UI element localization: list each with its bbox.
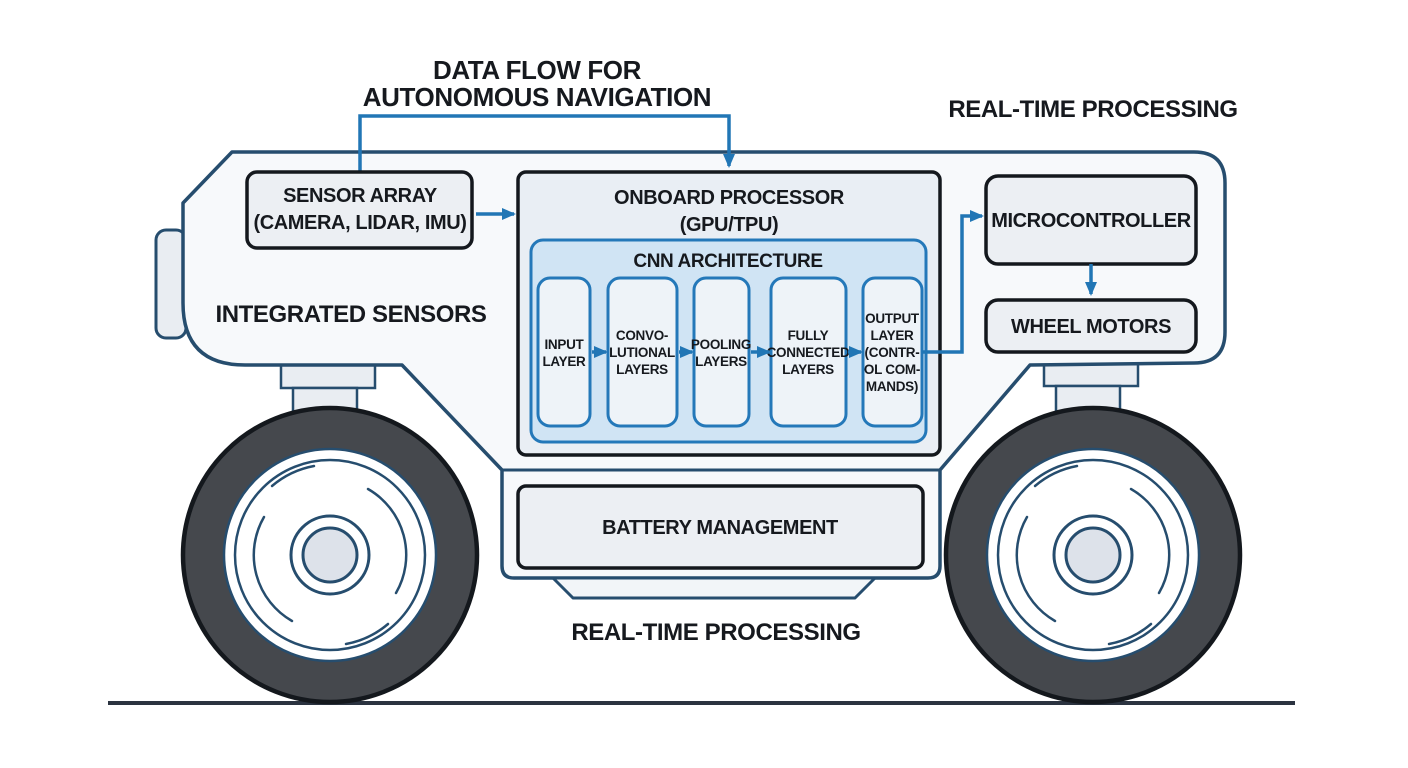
input-layer-box [536,276,592,428]
cnn-layer-labels: INPUT LAYER CONVO- LUTIONAL LAYERS POOLI… [542,311,920,394]
diagram-title-line2: AUTONOMOUS NAVIGATION [363,82,711,112]
sensor-array-label-line2: (CAMERA, LIDAR, IMU) [253,212,466,234]
wheel-motors-label: WHEEL MOTORS [1011,316,1171,338]
diagram-title-line1: DATA FLOW FOR [433,55,642,85]
svg-text:LAYERS: LAYERS [782,362,834,377]
svg-text:OL COM-: OL COM- [864,362,920,377]
pooling-layers-box [692,276,751,428]
sensor-array-label-line1: SENSOR ARRAY [283,185,438,207]
pooling-layers-label: POOLING [691,337,751,352]
svg-text:LAYERS: LAYERS [695,354,747,369]
onboard-processor-label-line2: (GPU/TPU) [680,214,779,236]
right-wheel-mount [1042,359,1140,415]
arrow-output-to-microcontroller [922,210,984,354]
left-wheel [180,405,480,705]
label-real-time-processing-top: REAL-TIME PROCESSING [948,96,1237,123]
bumper [551,576,877,600]
right-wheel [943,405,1243,705]
input-layer-label: INPUT [544,337,584,352]
svg-text:CONNECTED: CONNECTED [767,345,850,360]
cnn-layer-boxes [536,276,924,428]
fully-connected-layers-box [769,276,848,428]
rim-detail-arcs [252,464,408,646]
svg-text:LAYER: LAYER [870,328,914,343]
wheel-motors-box: WHEEL MOTORS [984,298,1198,354]
svg-text:LAYER: LAYER [542,354,586,369]
label-real-time-processing-bottom: REAL-TIME PROCESSING [571,619,860,646]
cnn-title: CNN ARCHITECTURE [633,251,822,272]
label-integrated-sensors: INTEGRATED SENSORS [215,301,486,328]
battery-management-box: BATTERY MANAGEMENT [516,484,925,570]
convolutional-layers-label: CONVO- [616,328,668,343]
svg-text:(CONTR-: (CONTR- [865,345,920,360]
fully-connected-layers-label: FULLY [788,328,829,343]
svg-text:LAYERS: LAYERS [616,362,668,377]
convolutional-layers-box [606,276,679,428]
svg-text:LUTIONAL: LUTIONAL [609,345,675,360]
output-layer-label: OUTPUT [865,311,920,326]
battery-management-label: BATTERY MANAGEMENT [602,517,838,539]
microcontroller-box: MICROCONTROLLER [984,174,1198,266]
microcontroller-label: MICROCONTROLLER [991,210,1191,232]
sensor-array-box: SENSOR ARRAY (CAMERA, LIDAR, IMU) [245,170,474,250]
onboard-processor-label-line1: ONBOARD PROCESSOR [614,187,845,209]
connector-sensor-to-processor-top [358,114,735,172]
rim-detail-arcs [1015,464,1171,646]
svg-text:MANDS): MANDS) [866,379,918,394]
